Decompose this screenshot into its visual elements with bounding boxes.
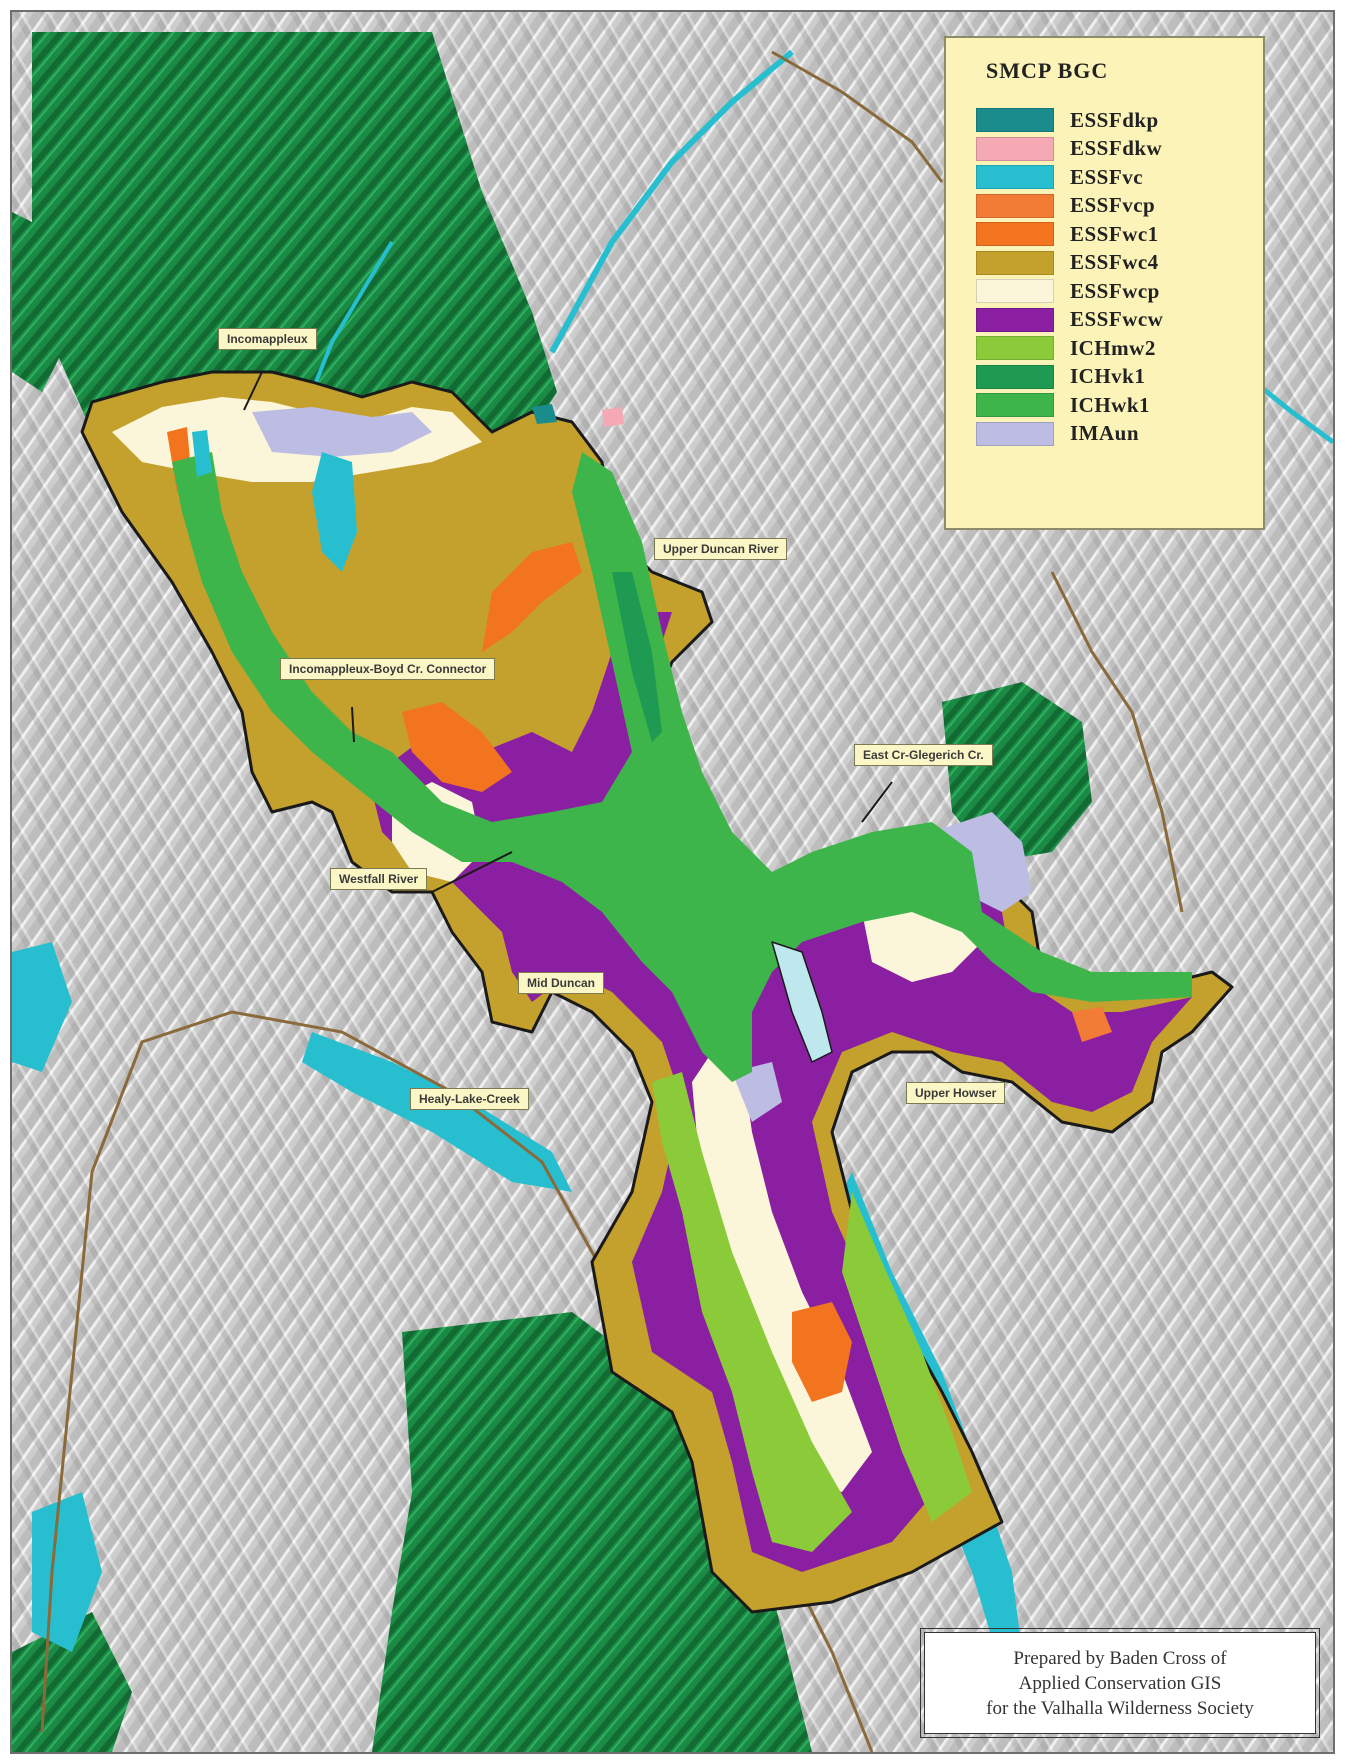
- legend-label: ESSFdkp: [1070, 107, 1159, 132]
- legend-title: SMCP BGC: [986, 58, 1109, 83]
- legend-item: ESSFwc1: [976, 220, 1263, 249]
- label-east-cr-glegerich-cr: East Cr-Glegerich Cr.: [854, 744, 993, 766]
- lake-west: [12, 942, 72, 1072]
- road-north: [771, 50, 944, 183]
- credit-line-3: for the Valhalla Wilderness Society: [986, 1697, 1254, 1719]
- zone-imaun-upper: [252, 407, 432, 457]
- legend-label: ESSFvcp: [1070, 193, 1156, 218]
- leader-westfall: [431, 851, 513, 893]
- legend-swatch: [976, 336, 1054, 361]
- zone-ichmw2: [652, 1072, 852, 1552]
- legend-swatch: [976, 165, 1054, 190]
- label-upper-howser: Upper Howser: [906, 1082, 1006, 1104]
- leader-east-creek: [861, 781, 893, 823]
- legend-swatch: [976, 421, 1054, 446]
- legend-label: ESSFwcw: [1070, 307, 1164, 332]
- label-upper-duncan-river: Upper Duncan River: [654, 538, 788, 560]
- legend-item: ESSFwc4: [976, 249, 1263, 278]
- legend-item: ESSFvc: [976, 163, 1263, 192]
- zone-essfwc1-south: [792, 1302, 852, 1402]
- zone-essfvc-upper: [192, 430, 212, 477]
- legend-label: ESSFwc4: [1070, 250, 1159, 275]
- zone-imaun-south: [732, 1062, 782, 1122]
- legend-item: ESSFdkw: [976, 135, 1263, 164]
- label-incomappleux-boyd-connector: Incomappleux-Boyd Cr. Connector: [280, 658, 496, 680]
- legend-swatch: [976, 393, 1054, 418]
- zone-ichvk1: [612, 572, 662, 742]
- zone-essfwc1-upper: [482, 542, 582, 652]
- zone-essfvcp: [1072, 1007, 1112, 1042]
- legend-swatch: [976, 193, 1054, 218]
- legend-swatch: [976, 222, 1054, 247]
- leader-connector: [351, 706, 355, 743]
- label-mid-duncan: Mid Duncan: [518, 972, 604, 994]
- legend-item: ICHmw2: [976, 334, 1263, 363]
- label-westfall-river: Westfall River: [330, 868, 428, 890]
- forest-area-west: [12, 212, 72, 392]
- legend-item: ESSFwcw: [976, 306, 1263, 335]
- legend-swatch: [976, 108, 1054, 133]
- zone-ichwk1-corridor: [172, 452, 1192, 1082]
- legend-swatch: [976, 364, 1054, 389]
- legend-label: ICHwk1: [1070, 392, 1151, 417]
- legend-label: IMAun: [1070, 421, 1140, 446]
- map-legend: SMCP BGC ESSFdkp ESSFdkw ESSFvc ESSFvcp …: [944, 36, 1265, 530]
- smcp-bgc-zones: [80, 370, 1234, 1614]
- zone-essfdkw: [602, 407, 624, 427]
- zone-essfdkp: [532, 404, 557, 424]
- forest-area-south: [372, 1312, 812, 1752]
- legend-item: ICHvk1: [976, 363, 1263, 392]
- legend-label: ESSFwcp: [1070, 278, 1160, 303]
- river-northwest: [310, 240, 394, 393]
- zone-essfwc1-west: [402, 702, 512, 792]
- leader-incomappleux: [243, 371, 263, 411]
- zone-ichmw2-east: [842, 1192, 972, 1522]
- legend-item: ESSFdkp: [976, 106, 1263, 135]
- legend-item: ICHwk1: [976, 391, 1263, 420]
- legend-label: ESSFwc1: [1070, 221, 1159, 246]
- legend-item: ESSFvcp: [976, 192, 1263, 221]
- road-east: [1050, 571, 1184, 913]
- credit-box: Prepared by Baden Cross of Applied Conse…: [920, 1628, 1320, 1738]
- river-upper: [549, 49, 794, 354]
- zone-essfvc: [312, 452, 357, 572]
- label-healy-lake-creek: Healy-Lake-Creek: [410, 1088, 529, 1110]
- legend-swatch: [976, 307, 1054, 332]
- legend-label: ESSFdkw: [1070, 136, 1163, 161]
- credit-line-1: Prepared by Baden Cross of: [1013, 1647, 1227, 1669]
- legend-swatch: [976, 136, 1054, 161]
- credit-line-2: Applied Conservation GIS: [1018, 1672, 1222, 1694]
- legend-label: ICHvk1: [1070, 364, 1146, 389]
- legend-item: IMAun: [976, 420, 1263, 449]
- legend-item: ESSFwcp: [976, 277, 1263, 306]
- lake-howser: [771, 941, 833, 1063]
- legend-rows: ESSFdkp ESSFdkw ESSFvc ESSFvcp ESSFwc1 E…: [976, 106, 1263, 448]
- legend-label: ICHmw2: [1070, 335, 1156, 360]
- label-incomappleux: Incomappleux: [218, 328, 317, 350]
- legend-swatch: [976, 250, 1054, 275]
- legend-label: ESSFvc: [1070, 164, 1144, 189]
- legend-swatch: [976, 279, 1054, 304]
- lake-trout: [302, 1032, 572, 1192]
- map-frame: Incomappleux Upper Duncan River Incomapp…: [10, 10, 1335, 1754]
